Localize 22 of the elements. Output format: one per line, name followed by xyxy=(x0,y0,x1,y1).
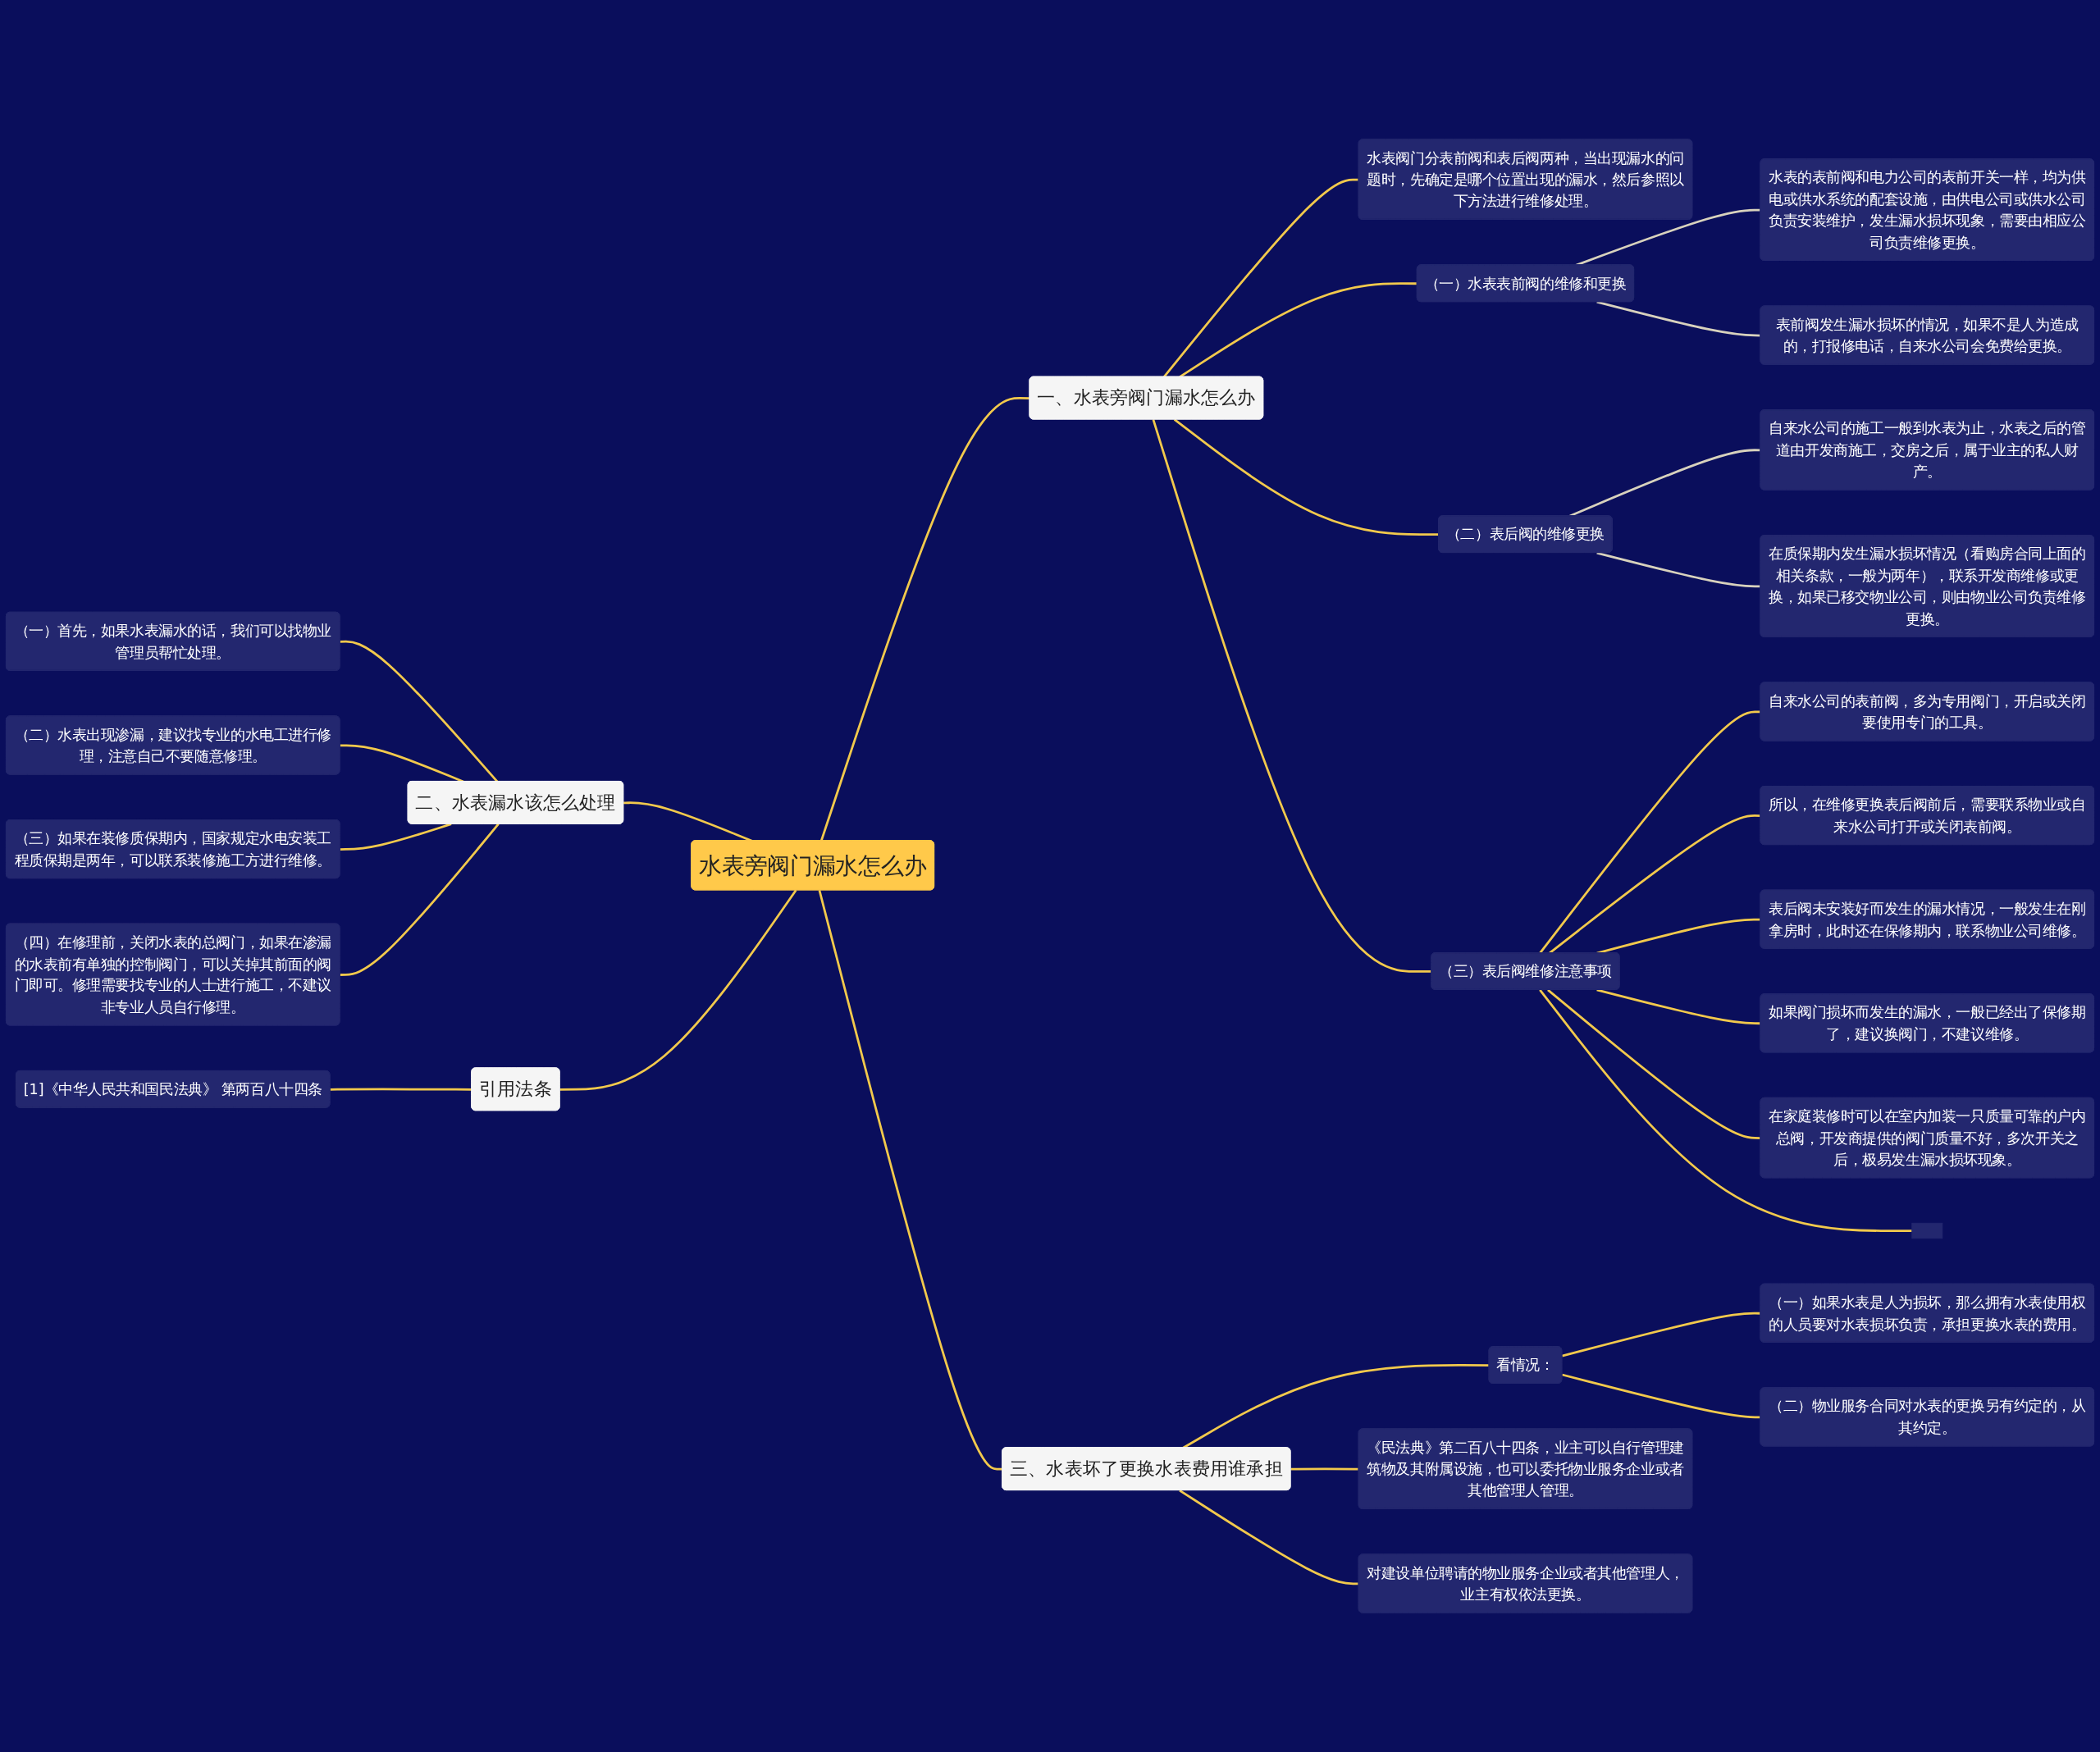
connector xyxy=(330,1088,472,1091)
connector xyxy=(1547,988,1761,1139)
node-box xyxy=(1911,1222,1943,1239)
connector xyxy=(1596,300,1761,337)
connector xyxy=(1596,551,1761,588)
connector xyxy=(819,397,1030,842)
connector xyxy=(1162,178,1359,378)
connector xyxy=(340,640,499,782)
connector xyxy=(340,823,452,851)
connector xyxy=(340,823,500,976)
connector xyxy=(1561,1373,1761,1419)
connector xyxy=(1152,419,1432,973)
connector xyxy=(1179,282,1418,378)
connector xyxy=(818,890,1003,1471)
connector xyxy=(1539,989,1912,1232)
connector xyxy=(1290,1467,1359,1471)
connector xyxy=(1179,1489,1359,1585)
connector xyxy=(1596,988,1761,1025)
connector xyxy=(1539,710,1761,954)
connector xyxy=(559,889,797,1091)
connector xyxy=(1173,418,1440,536)
connector xyxy=(1561,1312,1761,1357)
